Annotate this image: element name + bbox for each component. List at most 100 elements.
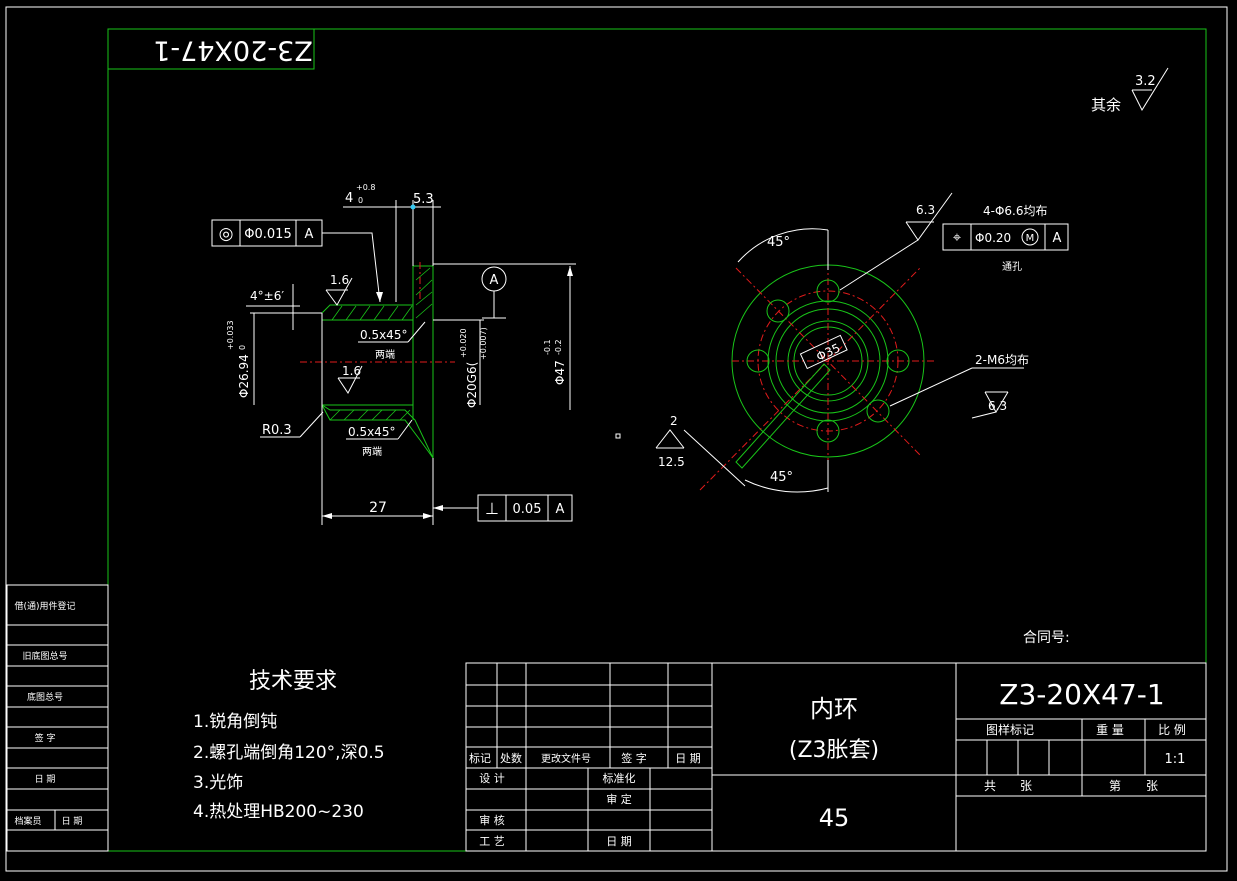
- strip-last-row: 档案员: [14, 815, 41, 827]
- sheets-label: 张: [1020, 779, 1032, 793]
- role-label: 审 核: [479, 813, 505, 827]
- right-end-view: Φ35 45° 45° 6.3 4-Φ6.6均布 ⌖ Φ0.20 M A 通孔 …: [615, 192, 1069, 493]
- dia-2694-tol: +0.033: [226, 320, 235, 350]
- roughness-16a: 1.6: [325, 273, 353, 306]
- angle-4deg-text: 4°±6′: [250, 289, 284, 303]
- role-label-right: 审 定: [606, 792, 632, 806]
- roughness-other-group: 其余 3.2: [1091, 67, 1169, 114]
- roughness-63a: 6.3: [839, 192, 953, 291]
- roughness-125-value: 12.5: [658, 455, 685, 469]
- angle-4deg: 4°±6′: [246, 284, 300, 330]
- perpendicular-icon: ⊥: [485, 499, 499, 518]
- sheet-label: 第: [1109, 779, 1121, 793]
- dia-47-tol2: -0.2: [554, 339, 563, 355]
- roughness-symbol-icon: [1131, 67, 1169, 112]
- angle-bottom: 45°: [770, 470, 793, 485]
- strip-row: 签 字: [35, 732, 56, 744]
- tech-req-item: 3.光饰: [193, 773, 243, 793]
- dim-top-4-tol: +0.8: [356, 183, 375, 192]
- drawing-number: Z3-20X47-1: [999, 678, 1164, 711]
- fcf-perpendicularity: ⊥ 0.05 A: [433, 494, 573, 522]
- position-icon: ⌖: [953, 228, 962, 246]
- change-header: 更改文件号: [541, 752, 591, 765]
- change-header: 日 期: [675, 752, 701, 765]
- chamfer-1: 0.5x45°: [360, 328, 407, 342]
- fcf-concentric-value: Φ0.015: [244, 227, 291, 242]
- dia-20g6-text: Φ20G6(: [465, 362, 479, 408]
- title-block: 标记 处数 更改文件号 签 字 日 期 设 计 审 核 工 艺 标准化 审 定 …: [465, 662, 1207, 852]
- dia-47-tol: -0.1: [543, 339, 552, 355]
- fcf-perp-datum: A: [556, 502, 565, 517]
- material: 45: [819, 804, 850, 832]
- change-header: 标记: [469, 751, 491, 765]
- tech-req-item: 1.锐角倒钝: [193, 712, 277, 732]
- bolt-hole: [816, 419, 840, 443]
- tech-req-item: 2.螺孔端倒角120°,深0.5: [193, 743, 385, 763]
- tech-req-title: 技术要求: [249, 669, 337, 694]
- fcf-position: ⌖ Φ0.20 M A: [942, 223, 1069, 251]
- thread-note: 2-M6均布: [975, 353, 1029, 367]
- roughness-63b: 6.3: [971, 391, 1009, 419]
- fcf-concentric-datum: A: [305, 227, 314, 242]
- tech-req-item: 4.热处理HB200~230: [193, 802, 364, 822]
- total-label: 共: [984, 779, 996, 793]
- dim-dia-47: Φ47 -0.1 -0.2: [433, 263, 576, 410]
- role-label-right: 日 期: [606, 835, 632, 848]
- roughness-other-value: 3.2: [1135, 74, 1156, 89]
- inverted-drawing-number: Z3-20X47-1: [153, 35, 313, 66]
- angle-top: 45°: [767, 235, 790, 250]
- holes-note-2: 通孔: [1002, 261, 1022, 273]
- dia-2694-text: Φ26.94: [237, 354, 251, 398]
- threaded-hole: [866, 399, 890, 423]
- sheet-border: [5, 6, 1228, 872]
- fcf-position-datum: A: [1053, 231, 1062, 246]
- roughness-16a-value: 1.6: [330, 273, 349, 287]
- mmc-modifier-icon: [1021, 228, 1039, 246]
- fcf-concentricity: ◎ Φ0.015 A: [211, 219, 383, 303]
- grip-point-icon: [410, 204, 416, 210]
- bolt-hole: [816, 279, 840, 303]
- roughness-2-value: 2: [670, 414, 678, 428]
- roughness-125: 2 12.5: [655, 414, 746, 487]
- inverted-number-box: Z3-20X47-1: [107, 28, 315, 70]
- fcf-perp-value: 0.05: [513, 502, 542, 517]
- dim-dia-35: [799, 334, 848, 370]
- strip-row: 借(通)用件登记: [14, 600, 75, 612]
- sheet-label-2: 张: [1146, 779, 1158, 793]
- datum-a-label: A: [490, 273, 499, 288]
- concentric-icon: ◎: [219, 224, 234, 244]
- holes-note: 4-Φ6.6均布: [983, 204, 1048, 218]
- strip-row: 日 期: [35, 774, 56, 785]
- change-header: 处数: [500, 752, 522, 765]
- chamfer-2-note: 两端: [362, 445, 382, 458]
- dia-20g6-tol: +0.020: [459, 328, 468, 358]
- change-header: 签 字: [621, 751, 647, 765]
- role-label-right: 标准化: [603, 771, 636, 785]
- header-right: 重 量: [1096, 723, 1124, 737]
- strip-row: 底图总号: [27, 691, 63, 703]
- datum-a: A: [481, 266, 507, 319]
- part-name: 内环: [810, 695, 858, 723]
- role-label: 工 艺: [479, 835, 505, 848]
- small-marker-icon: [615, 433, 621, 439]
- dia-20g6-tol2: +0.007): [479, 327, 488, 360]
- dim-27: 27: [369, 500, 387, 516]
- chamfer-2: 0.5x45°: [348, 425, 395, 439]
- dia-2694-tol2: 0: [238, 345, 247, 350]
- header-right: 图样标记: [986, 722, 1034, 737]
- technical-requirements: 技术要求 1.锐角倒钝 2.螺孔端倒角120°,深0.5 3.光饰 4.热处理H…: [193, 669, 385, 822]
- dim-top-4-tol2: 0: [358, 196, 363, 205]
- part-name-2: (Z3胀套): [789, 738, 879, 763]
- dim-top-4: 4: [345, 191, 353, 206]
- roughness-63b-value: 6.3: [988, 399, 1007, 413]
- r03: R0.3: [262, 423, 292, 438]
- contract-label: 合同号:: [1023, 630, 1070, 646]
- roughness-16b: 1.6: [337, 364, 363, 394]
- roughness-16b-value: 1.6: [342, 364, 361, 378]
- bolt-hole: [746, 349, 770, 373]
- left-section-view: 27 4 +0.8 0 5.3 ◎ Φ0.015 A 1.6 4: [211, 183, 576, 525]
- dim-dia-20g6: Φ20G6( +0.020 +0.007): [433, 319, 488, 408]
- role-label: 设 计: [479, 772, 505, 785]
- dim-dia-2694: Φ26.94 +0.033 0: [226, 312, 322, 405]
- fcf-position-value: Φ0.20: [975, 231, 1011, 245]
